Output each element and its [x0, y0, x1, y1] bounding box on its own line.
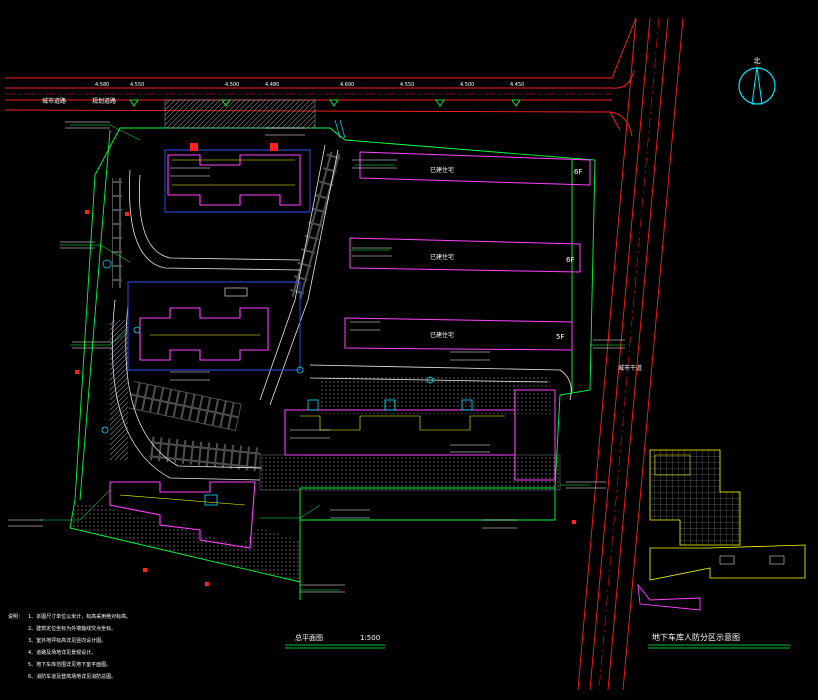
north-label: 北 [754, 57, 761, 65]
north-arrow: 北 [738, 57, 776, 105]
road-label-3: 城市干道 [618, 364, 642, 372]
plan-title-underline [285, 644, 385, 649]
building-4 [109, 481, 256, 549]
elevation-label: 4.450 [510, 82, 524, 88]
note-line: 4、道路及场地详见景观设计。 [28, 649, 96, 656]
red-level-marks [75, 210, 576, 586]
parking-stalls [112, 150, 342, 472]
floor-tag-1: 6F [574, 168, 582, 176]
elevation-label: 4.500 [460, 82, 474, 88]
elevation-label: 4.500 [225, 82, 239, 88]
general-notes: 说明： 1、本图尺寸单位以米计，标高采用绝对标高。 2、建筑定位坐标为外墙轴线交… [8, 613, 131, 680]
internal-roads [112, 144, 572, 481]
elevation-label: 4.600 [340, 82, 354, 88]
plan-scale: 1:500 [360, 634, 380, 642]
road-label-2: 规划道路 [92, 97, 116, 105]
coordinate-annotation-marks [8, 121, 625, 593]
hatched-areas [70, 99, 561, 582]
note-line: 6、消防车道及登高场地详见消防总图。 [28, 673, 116, 680]
existing-building-label-1: 已建住宅 [430, 166, 454, 174]
floor-tag-3: 5F [556, 333, 564, 341]
plan-title: 总平面图 [295, 633, 323, 642]
note-line: 2、建筑定位坐标为外墙轴线交点坐标。 [28, 625, 116, 632]
road-centerlines [5, 17, 660, 691]
building-1 [164, 143, 311, 213]
inset-title: 地下车库人防分区示意图 [652, 632, 740, 642]
notes-heading: 说明： [8, 613, 23, 620]
leader-lines [40, 124, 625, 591]
elevation-label: 4.480 [265, 82, 279, 88]
note-line: 1、本图尺寸单位以米计，标高采用绝对标高。 [28, 613, 131, 620]
building-2 [127, 281, 301, 371]
inset-basement-diagram [637, 449, 806, 611]
cyan-details [101, 119, 434, 434]
note-line: 3、室外地坪标高详见竖向设计图。 [28, 637, 106, 644]
existing-buildings [344, 151, 591, 351]
road-elevation-markers: 4.580 4.550 4.500 4.480 4.600 4.550 4.50… [95, 82, 524, 88]
floor-tag-2: 6F [566, 256, 574, 264]
roads [4, 17, 684, 691]
building-3 [284, 389, 556, 481]
elevation-label: 4.550 [400, 82, 414, 88]
existing-building-label-3: 已建住宅 [430, 331, 454, 339]
elevation-label: 4.550 [130, 82, 144, 88]
road-label-1: 城市道路 [42, 97, 66, 105]
existing-building-label-2: 已建住宅 [430, 253, 454, 261]
note-line: 5、地下车库范围详见地下室平面图。 [28, 661, 111, 668]
elevation-label: 4.580 [95, 82, 109, 88]
inset-title-underline [648, 644, 790, 649]
